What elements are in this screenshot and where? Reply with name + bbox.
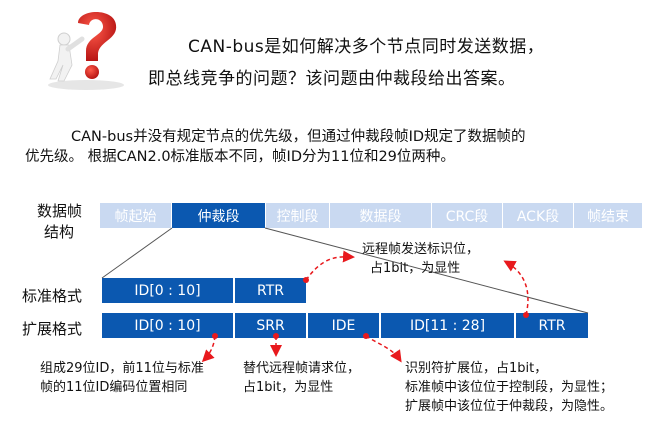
standard-format-label: 标准格式 xyxy=(22,287,83,305)
frame-label-line-1: 数据帧 xyxy=(37,202,83,220)
segment-start-of-frame: 帧起始 xyxy=(100,203,171,228)
id-arrow xyxy=(201,335,216,363)
segment-ack: ACK段 xyxy=(503,203,573,228)
segment-control: 控制段 xyxy=(266,203,329,228)
standard-field-rtr: RTR xyxy=(235,278,306,303)
id-note-line-1: 组成29位ID，前11位与标准 xyxy=(40,361,204,376)
ide-arrow xyxy=(365,335,402,363)
rtr-note-line-1: 远程帧发送标识位， xyxy=(362,242,480,257)
frame-label-line-2: 结构 xyxy=(44,223,75,241)
zoom-line-left xyxy=(101,227,173,279)
standard-field-id: ID[0 : 10] xyxy=(102,278,233,303)
rtr-arrow-standard xyxy=(305,250,355,281)
ide-note-line-1: 识别符扩展位，占1bit， xyxy=(405,361,548,376)
segment-crc: CRC段 xyxy=(432,203,502,228)
id-note-line-2: 帧的11位ID编码位置相同 xyxy=(40,380,188,395)
description-line-1: CAN-bus并没有规定节点的优先级，但通过仲裁段帧ID规定了数据帧的 xyxy=(71,129,526,145)
question-mark-person-icon xyxy=(48,12,124,90)
segment-data: 数据段 xyxy=(330,203,431,228)
extended-format-label: 扩展格式 xyxy=(22,320,83,338)
extended-field-id-base: ID[0 : 10] xyxy=(102,313,233,338)
zoom-line-right xyxy=(264,227,589,314)
rtr-note-line-2: 占1bit，为显性 xyxy=(370,261,461,276)
segment-end-of-frame: 帧结束 xyxy=(574,203,642,228)
rtr-arrow-extended xyxy=(503,260,529,316)
srr-note-line-1: 替代远程帧请求位， xyxy=(243,361,361,376)
title-line-1: CAN-bus是如何解决多个节点同时发送数据， xyxy=(188,37,545,57)
title-line-2: 即总线竞争的问题？该问题由仲裁段给出答案。 xyxy=(148,69,516,89)
ide-note-line-2: 标准帧中该位位于控制段，为显性； xyxy=(405,380,614,395)
description-line-2: 优先级。 根据CAN2.0标准版本不同，帧ID分为11位和29位两种。 xyxy=(25,149,455,165)
extended-field-id-extended: ID[11 : 28] xyxy=(381,313,514,338)
extended-field-srr: SRR xyxy=(235,313,306,338)
srr-note-line-2: 占1bit，为显性 xyxy=(243,380,334,395)
segment-arbitration: 仲裁段 xyxy=(172,203,265,228)
ide-note-line-3: 扩展帧中该位位于仲裁段，为隐性。 xyxy=(405,399,614,414)
